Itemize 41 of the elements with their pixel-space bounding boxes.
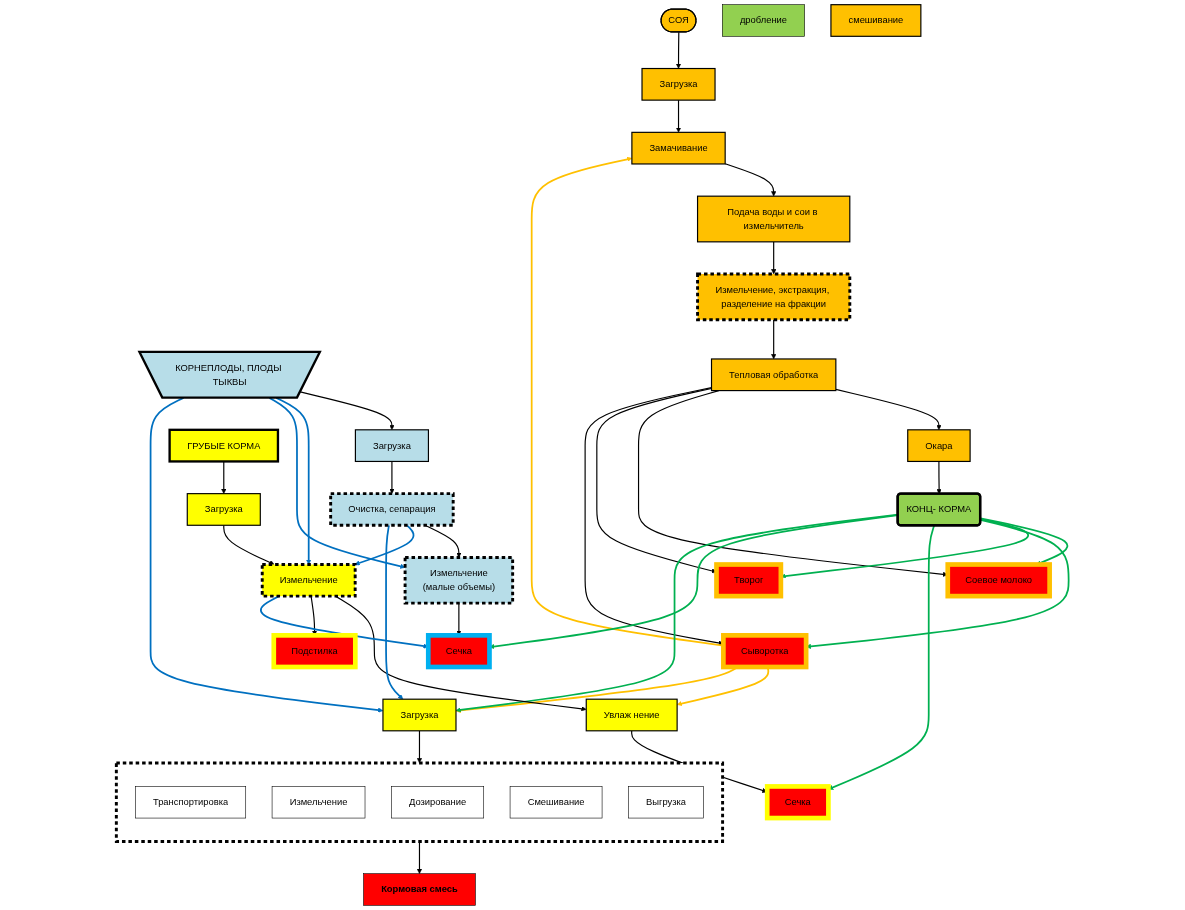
node-box: Очистка, сепарация <box>329 492 455 527</box>
arrow <box>268 397 406 569</box>
arrow <box>299 391 395 431</box>
node-box: Творог <box>714 562 784 599</box>
node-box: Сечка <box>425 633 492 670</box>
arrow <box>389 460 395 494</box>
arrow <box>416 730 423 764</box>
node-box: Транспортировка <box>135 786 246 819</box>
node-box: Подстилка <box>271 633 358 670</box>
arrow <box>835 388 942 431</box>
node-box: Окара <box>907 429 971 463</box>
node-box: Сечка <box>764 784 831 821</box>
node-box: Замачивание <box>631 131 726 165</box>
arrow <box>771 241 777 275</box>
node-box: Измельчение (малые объемы) <box>403 556 515 605</box>
cluster <box>114 761 725 843</box>
node-box: ГРУБЫЕ КОРМА <box>168 428 280 463</box>
node-box: Кормовая смесь <box>363 873 476 906</box>
node-box: Смешивание <box>509 786 603 819</box>
node-box: дробление <box>722 4 805 37</box>
node-box: Измельчение, экстракция, разделение на фракции <box>696 272 852 322</box>
node-box: Загрузка <box>354 429 429 463</box>
node-box: Подача воды и сои в измельчитель <box>696 195 851 243</box>
node-box: Дозирование <box>391 786 484 819</box>
node-box: Загрузка <box>382 698 457 732</box>
arrow <box>724 163 777 197</box>
arrow <box>223 524 275 565</box>
node-box: Загрузка <box>641 67 716 101</box>
arrow <box>771 319 777 360</box>
arrow <box>275 397 312 565</box>
node-box: Сыворотка <box>721 633 809 670</box>
node-box: Соевое молоко <box>945 562 1052 599</box>
node-box: Выгрузка <box>628 786 704 819</box>
node-box: Загрузка <box>186 493 261 526</box>
arrow <box>675 31 682 69</box>
node-box: Измельчение <box>271 786 366 819</box>
node-box: Тепловая обработка <box>710 358 837 392</box>
node-box: Увлаж нение <box>585 698 678 732</box>
node-box: смешивание <box>830 4 922 37</box>
arrow <box>675 99 682 133</box>
node-box: Измельчение <box>260 563 357 598</box>
